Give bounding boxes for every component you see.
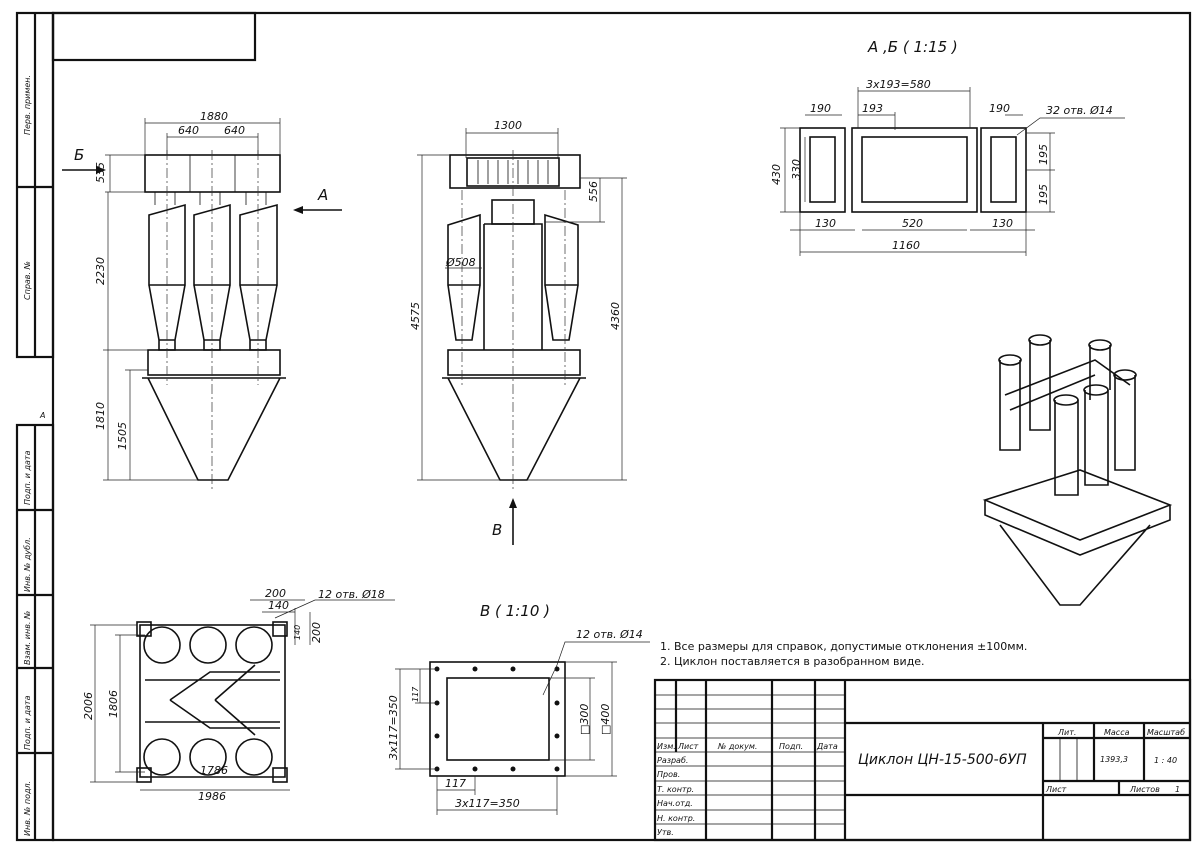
holes-12-d18-label: 12 отв. Ø18 (318, 588, 385, 601)
dim-195-top: 195 (1037, 144, 1050, 165)
isometric-view (982, 334, 1173, 606)
arrow-b-label: Б (74, 146, 84, 164)
view-ab-title: А ,Б ( 1:15 ) (867, 38, 958, 56)
dim-2006: 2006 (82, 692, 95, 720)
tb-mass-value: 1393,3 (1100, 755, 1128, 764)
margin-marker: А (39, 411, 45, 420)
dim-400-square: □400 (599, 704, 612, 735)
tb-header-izm: Изм. (657, 742, 676, 751)
margin-label-perv-primen: Перв. примен. (23, 75, 32, 135)
dim-195-bottom: 195 (1037, 184, 1050, 205)
corner-box (51, 11, 257, 62)
tb-role-prov: Пров. (657, 770, 680, 779)
dim-190-right: 190 (989, 102, 1010, 115)
dim-4360: 4360 (609, 302, 622, 330)
dim-1786: 1786 (200, 764, 228, 777)
tb-role-utv: Утв. (657, 828, 674, 837)
dim-1505: 1505 (116, 422, 129, 450)
dim-140-top: 140 (268, 599, 289, 612)
dim-140-side: 140 (293, 625, 302, 640)
title-block: Изм. Лист № докум. Подп. Дата Разраб. Пр… (653, 678, 1192, 842)
tb-header-podp: Подп. (779, 742, 803, 751)
tb-role-nachotd: Нач.отд. (657, 799, 693, 808)
arrow-a-label: А (317, 186, 328, 204)
dim-330: 330 (790, 159, 803, 180)
arrow-v-label: В (492, 521, 502, 539)
dim-200-top: 200 (265, 587, 286, 600)
dim-1810: 1810 (94, 402, 107, 430)
side-view: 1300 556 Ø508 4575 4360 В (409, 119, 627, 545)
tb-role-nkontr: Н. контр. (657, 814, 695, 823)
margin-label-vzam-inv: Взам. инв. № (23, 611, 32, 665)
dim-1806: 1806 (107, 690, 120, 718)
dim-117-h: 117 (445, 777, 466, 790)
holes-12-d14-label: 12 отв. Ø14 (576, 628, 643, 641)
tb-sheets-label: Листов (1129, 785, 1160, 794)
dim-556: 556 (587, 181, 600, 202)
front-view: 1880 640 640 535 2230 1810 1505 Б А (62, 110, 342, 490)
tb-role-tkontr: Т. контр. (657, 785, 694, 794)
margin-label-inv-podl: Инв. № подл. (23, 781, 32, 836)
dim-1160: 1160 (892, 239, 920, 252)
dim-117-v: 117 (411, 686, 420, 702)
dim-3x193: 3х193=580 (866, 78, 931, 91)
dim-3x117-v: 3х117=350 (387, 695, 400, 760)
dim-508: Ø508 (445, 256, 476, 269)
dim-200-side: 200 (310, 622, 323, 643)
tb-lit-label: Лит. (1057, 728, 1076, 737)
tb-header-list: Лист (677, 742, 699, 751)
dim-3x117-h: 3х117=350 (455, 797, 520, 810)
dim-640-a: 640 (178, 124, 199, 137)
dim-1986: 1986 (198, 790, 226, 803)
tb-scale-value: 1 : 40 (1154, 756, 1177, 765)
dim-1880: 1880 (200, 110, 228, 123)
dim-130-left: 130 (815, 217, 836, 230)
dim-4575: 4575 (409, 302, 422, 330)
tb-mass-label: Масса (1104, 728, 1130, 737)
drawing-name: Циклон ЦН-15-500-6УП (858, 752, 1027, 768)
dim-535: 535 (94, 162, 107, 183)
dim-520: 520 (902, 217, 923, 230)
tb-header-docum: № докум. (717, 742, 757, 751)
dim-193: 193 (862, 102, 883, 115)
tb-sheets-value: 1 (1175, 785, 1180, 794)
dim-640-b: 640 (224, 124, 245, 137)
top-view: 200 140 140 200 12 отв. Ø18 2006 1806 17… (82, 587, 395, 803)
holes-32-label: 32 отв. Ø14 (1046, 104, 1113, 117)
tb-header-data: Дата (816, 742, 838, 751)
note-2: 2. Циклон поставляется в разобранном вид… (660, 655, 925, 668)
margin-label-podp-data-2: Подп. и дата (23, 695, 32, 750)
view-ab: А ,Б ( 1:15 ) 3х193=580 190 193 190 32 о… (770, 38, 1125, 256)
view-v: В ( 1:10 ) 12 отв. Ø14 117 3х117=350 □30… (387, 602, 650, 815)
dim-430: 430 (770, 164, 783, 185)
tb-sheet-label: Лист (1045, 785, 1067, 794)
dim-1300: 1300 (494, 119, 522, 132)
margin-label-podp-data-1: Подп. и дата (23, 450, 32, 505)
margin-label-sprav: Справ. № (23, 261, 32, 300)
side-margin: Перв. примен. Справ. № Подп. и дата Инв.… (15, 11, 55, 842)
dim-190-left: 190 (810, 102, 831, 115)
cyclone (239, 203, 278, 351)
dim-130-right: 130 (992, 217, 1013, 230)
tb-scale-label: Масштаб (1147, 728, 1185, 737)
view-v-title: В ( 1:10 ) (480, 602, 550, 620)
note-1: 1. Все размеры для справок, допустимые о… (660, 640, 1027, 653)
margin-label-inv-dubl: Инв. № дубл. (23, 537, 32, 592)
dim-300-square: □300 (578, 704, 591, 735)
tb-role-razrab: Разраб. (657, 756, 688, 765)
dim-2230: 2230 (94, 257, 107, 285)
